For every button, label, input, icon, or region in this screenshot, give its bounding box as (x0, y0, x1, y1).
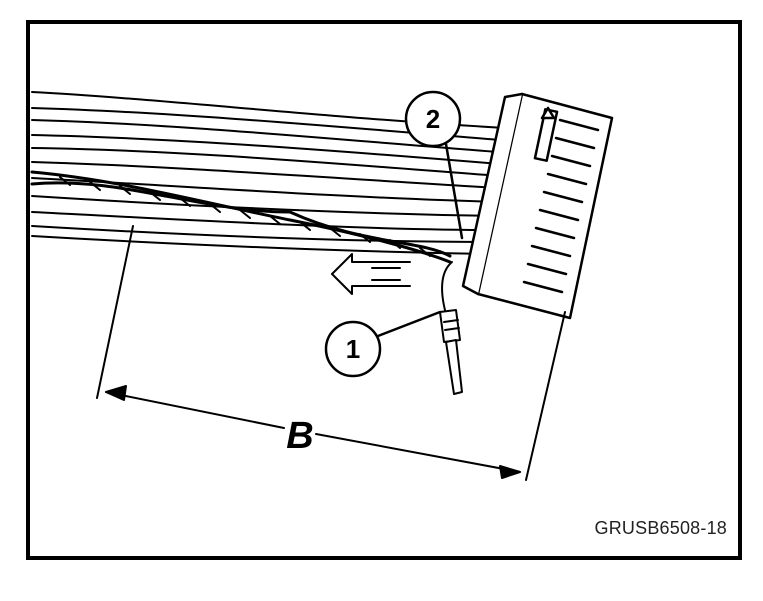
terminal-pin-icon (439, 261, 463, 395)
dimension-b-label: B (286, 415, 313, 457)
callout-1-marker (324, 310, 442, 378)
figure-id: GRUSB6508-18 (594, 518, 727, 538)
connector-block-icon (461, 92, 614, 320)
callout-1-label: 1 (346, 334, 360, 364)
callout-2-label: 2 (426, 104, 440, 134)
pull-arrow-icon (331, 253, 411, 295)
callout-2-marker (404, 90, 464, 240)
dimension-b-marker (96, 225, 566, 481)
diagram-frame (26, 20, 742, 560)
wire-harness-icon (30, 91, 506, 264)
